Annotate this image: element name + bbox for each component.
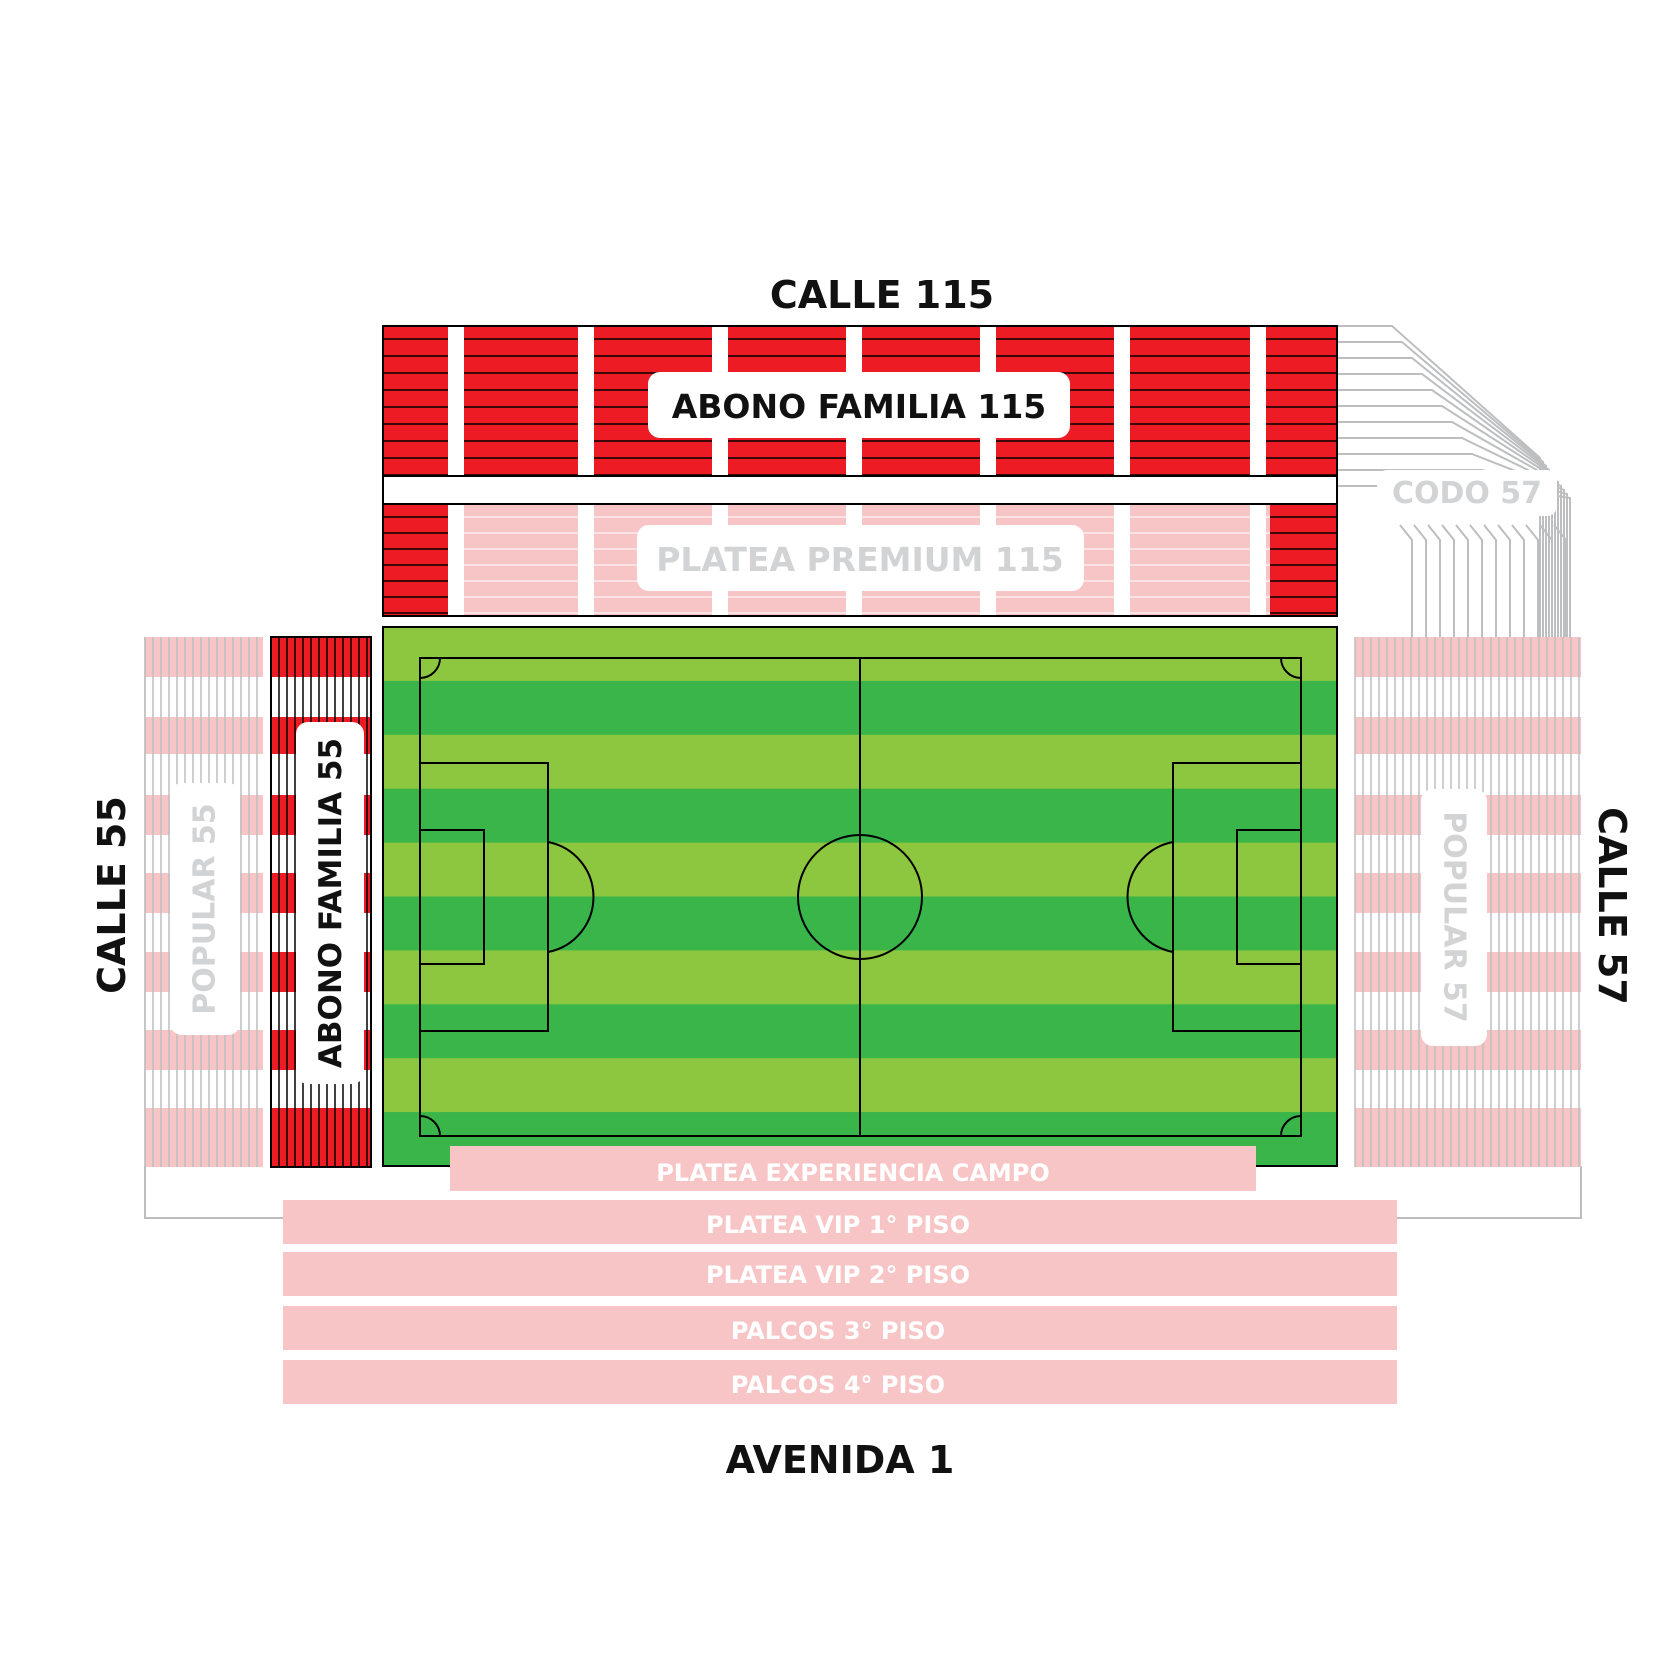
- section-popular-57-label: POPULAR 57: [1437, 811, 1472, 1022]
- seat-row-line: [1553, 524, 1567, 637]
- section-popular-55-label: POPULAR 55: [188, 803, 223, 1014]
- section-platea-experiencia-campo[interactable]: PLATEA EXPERIENCIA CAMPO: [450, 1146, 1256, 1191]
- section-abono-familia-55[interactable]: ABONO FAMILIA 55: [270, 636, 372, 1168]
- street-label-south: AVENIDA 1: [726, 1438, 955, 1482]
- seat-row-line: [1427, 524, 1441, 637]
- seat-row-line: [1337, 357, 1547, 637]
- seat-band: [145, 1108, 263, 1167]
- section-platea-vip-1[interactable]: PLATEA VIP 1° PISO: [283, 1200, 1397, 1244]
- section-popular-57[interactable]: POPULAR 57: [1354, 637, 1581, 1167]
- seat-row-line: [1337, 405, 1556, 637]
- aisle: [1250, 504, 1266, 616]
- seat-row-line: [1337, 437, 1562, 637]
- section-platea-vip-2-label: PLATEA VIP 2° PISO: [706, 1261, 970, 1289]
- seat-row-line: [1525, 524, 1539, 637]
- seat-row-line: [1441, 524, 1455, 637]
- seat-band: [1355, 1108, 1581, 1167]
- section-palcos-3-label: PALCOS 3° PISO: [731, 1317, 945, 1345]
- section-abono-familia-55-label: ABONO FAMILIA 55: [313, 738, 349, 1068]
- football-pitch: [382, 626, 1338, 1167]
- seat-band: [1355, 717, 1581, 754]
- seat-row-line: [1511, 524, 1525, 637]
- section-platea-experiencia-campo-label: PLATEA EXPERIENCIA CAMPO: [656, 1159, 1050, 1187]
- aisle: [1250, 326, 1266, 476]
- seat-band: [145, 637, 263, 677]
- section-abono-familia-115-label: ABONO FAMILIA 115: [672, 387, 1047, 426]
- section-palcos-4[interactable]: PALCOS 4° PISO: [283, 1360, 1397, 1404]
- aisle: [448, 326, 464, 476]
- aisle: [1114, 326, 1130, 476]
- seat-row-line: [1337, 421, 1559, 637]
- seat-row-line: [1337, 341, 1544, 637]
- seat-row-line: [1497, 524, 1511, 637]
- seat-row-line: [1469, 524, 1483, 637]
- north-walkway: [382, 475, 1338, 505]
- seat-band: [1355, 637, 1581, 677]
- aisle: [1114, 504, 1130, 616]
- seat-row-line: [1455, 524, 1469, 637]
- street-label-north: CALLE 115: [770, 273, 994, 317]
- street-label-east: CALLE 57: [1590, 807, 1634, 1005]
- seat-row-line: [1337, 325, 1541, 637]
- seat-row-line: [1337, 373, 1550, 637]
- section-platea-premium-115[interactable]: PLATEA PREMIUM 115: [382, 503, 1338, 617]
- section-codo-57-label: CODO 57: [1392, 476, 1542, 511]
- section-popular-55[interactable]: POPULAR 55: [144, 637, 1582, 1219]
- aisle: [578, 504, 594, 616]
- section-platea-premium-115-label: PLATEA PREMIUM 115: [656, 540, 1064, 579]
- seat-band: [145, 717, 263, 754]
- section-palcos-3[interactable]: PALCOS 3° PISO: [283, 1306, 1397, 1350]
- seat-band: [271, 1108, 371, 1167]
- section-palcos-4-label: PALCOS 4° PISO: [731, 1371, 945, 1399]
- aisle: [448, 504, 464, 616]
- section-platea-vip-1-label: PLATEA VIP 1° PISO: [706, 1211, 970, 1239]
- section-platea-vip-2[interactable]: PLATEA VIP 2° PISO: [283, 1252, 1397, 1296]
- section-abono-familia-115[interactable]: ABONO FAMILIA 115: [382, 325, 1338, 477]
- aisle: [578, 326, 594, 476]
- seat-row-line: [1483, 524, 1497, 637]
- seat-band: [271, 637, 371, 677]
- seat-band: [145, 1030, 263, 1070]
- pitch-markings: [419, 657, 1302, 1137]
- section-codo-57[interactable]: CODO 57: [1337, 325, 1571, 637]
- street-label-west: CALLE 55: [90, 796, 134, 994]
- seat-row-line: [1399, 524, 1413, 637]
- seat-row-line: [1413, 524, 1427, 637]
- seat-row-line: [1539, 524, 1553, 637]
